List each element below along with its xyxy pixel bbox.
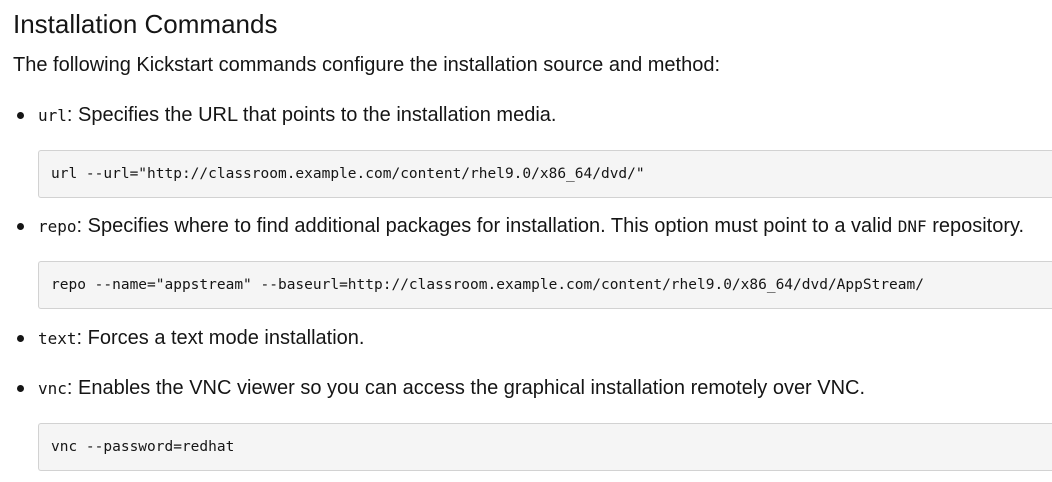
command-term: vnc: [38, 379, 67, 398]
list-item-text: repo: Specifies where to find additional…: [13, 213, 1052, 240]
list-item-text: text: Forces a text mode installation.: [13, 325, 1052, 352]
code-block[interactable]: repo --name="appstream" --baseurl=http:/…: [38, 261, 1052, 309]
bullet-icon: [17, 385, 24, 392]
list-item-text: vnc: Enables the VNC viewer so you can a…: [13, 375, 1052, 402]
section-intro: The following Kickstart commands configu…: [13, 54, 721, 76]
command-description-end: repository.: [926, 215, 1025, 237]
code-block[interactable]: url --url="http://classroom.example.com/…: [38, 150, 1052, 198]
code-block[interactable]: vnc --password=redhat: [38, 423, 1052, 471]
command-description: : Specifies where to find additional pac…: [76, 215, 898, 237]
list-item-text: url: Specifies the URL that points to th…: [13, 102, 1052, 129]
bullet-icon: [17, 223, 24, 230]
bullet-icon: [17, 112, 24, 119]
list-item-url: url: Specifies the URL that points to th…: [13, 102, 1052, 198]
command-description: : Forces a text mode installation.: [76, 327, 365, 349]
command-description: : Enables the VNC viewer so you can acce…: [66, 377, 866, 399]
list-item-repo: repo: Specifies where to find additional…: [13, 213, 1052, 309]
command-term: text: [38, 329, 77, 348]
section-title: Installation Commands: [13, 9, 278, 39]
command-description: : Specifies the URL that points to the i…: [66, 104, 557, 126]
list-item-text-mode: text: Forces a text mode installation.: [13, 325, 1052, 352]
bullet-icon: [17, 335, 24, 342]
list-item-vnc: vnc: Enables the VNC viewer so you can a…: [13, 375, 1052, 471]
command-term: repo: [38, 217, 77, 236]
command-term: url: [38, 106, 67, 125]
inline-code: DNF: [897, 217, 927, 236]
